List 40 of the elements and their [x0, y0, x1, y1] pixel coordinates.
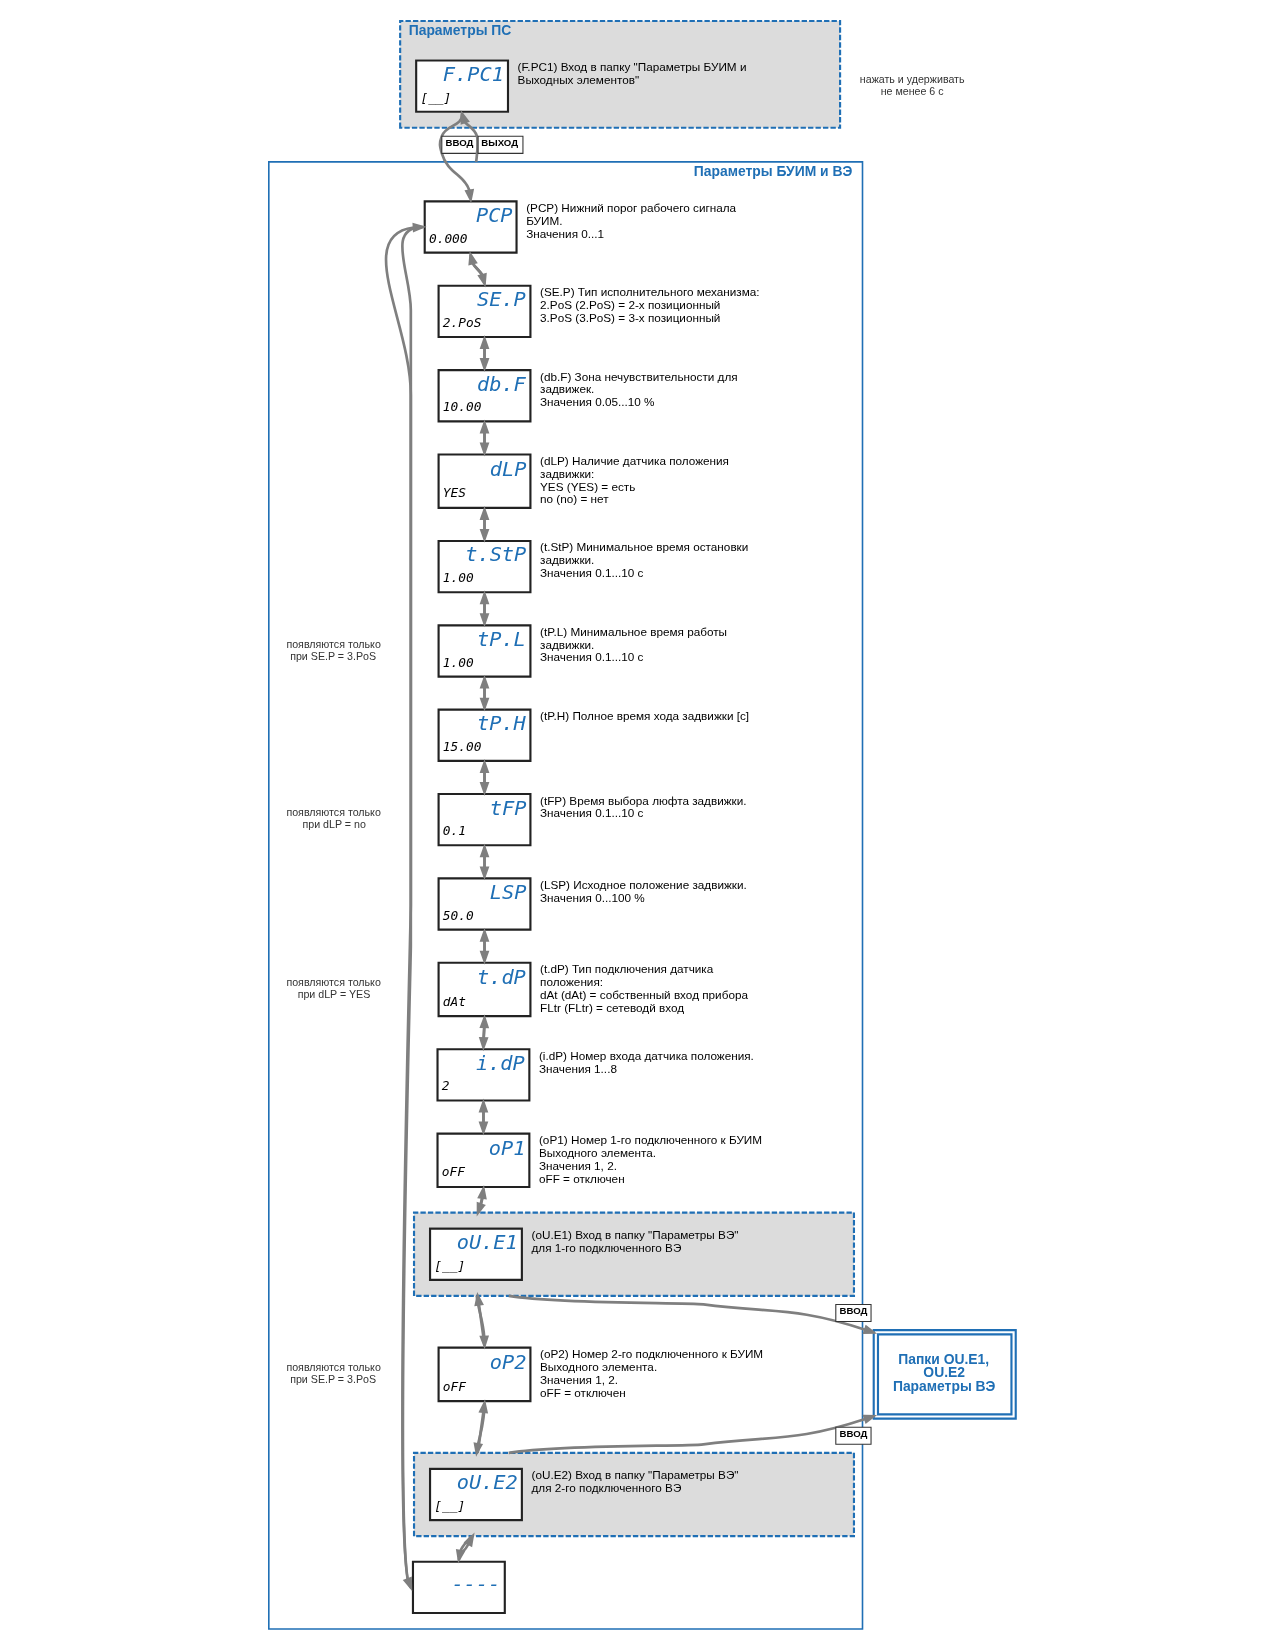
node-label: 2.PoS (2.PoS) = 2-х позиционный: [539, 298, 720, 312]
node-label: oFF = отключен: [539, 1385, 626, 1399]
node-label: (SE.P) Тип исполнительного механизма:: [539, 285, 760, 299]
label: нажать и удерживать не менее 6 с: [859, 72, 965, 97]
node-label: (oP2) Номер 2-го подключенного к БУИМ Выходного элемента.: [539, 1347, 763, 1373]
node-label: Значения 0.1...10 с: [539, 650, 643, 664]
node-label: (tFP) Время выбора люфта задвижки.: [539, 793, 747, 807]
node-label: YES (YES) = есть: [539, 479, 635, 493]
node-label: (LSP) Исходное положение задвижки.: [539, 877, 747, 891]
node-label: (oU.E2) Вход в папку "Параметры ВЭ" для 2-го подключенного ВЭ: [530, 1468, 739, 1495]
label: появляются только при SE.P = 3.PoS: [285, 637, 381, 662]
node-label: dAt (dAt) = собственный вход прибора: [539, 987, 748, 1001]
node-label: Значения 1...8: [538, 1061, 617, 1075]
node-label: (t.StP) Минимальное время остановки задвижки.: [539, 540, 748, 567]
node-label: Значения 0.1...10 с: [539, 566, 643, 580]
node-label: (PCP) Нижний порог рабочего сигнала БУИМ.: [525, 200, 736, 227]
node-label: 3.PoS (3.PoS) = 3-х позиционный: [539, 310, 720, 324]
node-label: Значения 0...1: [525, 226, 604, 240]
node-label: (F.PC1) Вход в папку "Параметры БУИМ и Выходных элементов": [517, 59, 746, 86]
node-label: (i.dP) Номер входа датчика положения.: [538, 1048, 754, 1062]
node-label: (oU.E1) Вход в папку "Параметры ВЭ" для 1-го подключенного ВЭ: [530, 1228, 739, 1254]
node-label: Значения 0...100 %: [539, 890, 645, 904]
node-label: no (no) = нет: [539, 492, 609, 506]
node-label: Значения 0.05...10 %: [539, 395, 655, 409]
node-label: FLtr (FLtr) = сетеводй вход: [539, 1000, 684, 1014]
edge-label: ВЫХОД: [480, 137, 518, 149]
node-label: (db.F) Зона нечувствительности для задвижек.: [539, 369, 738, 396]
node-label: (dLP) Наличие датчика положения задвижки:: [539, 453, 729, 480]
edge-label: ВВОД: [445, 137, 473, 149]
label: появляются только при dLP = YES: [285, 976, 381, 1000]
node-label: (tP.H) Полное время хода задвижки [с]: [539, 709, 749, 723]
label: появляются только при SE.P = 3.PoS: [285, 1361, 381, 1385]
node-label: Значения 1, 2.: [538, 1158, 617, 1172]
node-label: Значения 0.1...10 с: [539, 806, 643, 820]
label: появляются только при dLP = no: [285, 806, 381, 831]
node-label: Значения 1, 2.: [539, 1372, 618, 1386]
node-label: (oP1) Номер 1-го подключенного к БУИМ Выходного элемента.: [538, 1133, 762, 1159]
node-label: oFF = отключен: [538, 1171, 625, 1185]
node-label: (tP.L) Минимальное время работы задвижки.: [539, 624, 727, 651]
node-label: (t.dP) Тип подключения датчика положения:: [539, 962, 713, 989]
